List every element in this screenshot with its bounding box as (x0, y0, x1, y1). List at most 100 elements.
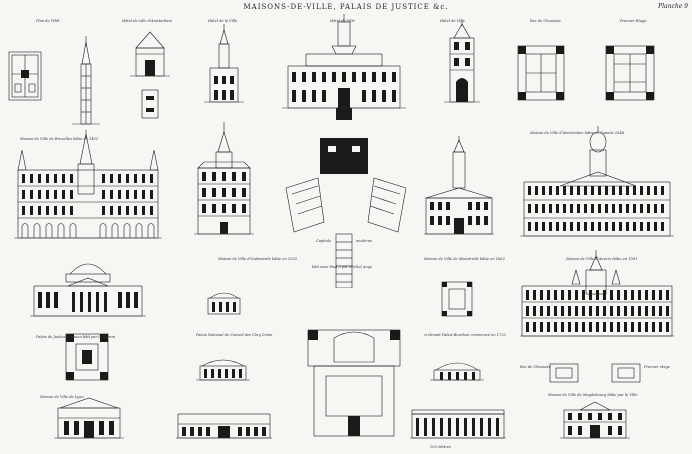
window (549, 204, 552, 213)
window (549, 186, 552, 195)
caption-capitol-b: moderne (356, 239, 373, 243)
window (540, 322, 543, 332)
window (598, 222, 601, 231)
caption-plan-rez: Rez de Chaussée (520, 365, 551, 369)
small-rotunda (204, 288, 244, 316)
scale-label: 100 Mètres (430, 445, 451, 449)
window (631, 290, 634, 300)
window (584, 186, 587, 195)
window (570, 186, 573, 195)
small-plan-pavilion (140, 88, 160, 120)
window (612, 222, 615, 231)
window (617, 290, 620, 300)
steeple-elevation (204, 24, 244, 106)
window (633, 222, 636, 231)
window (654, 204, 657, 213)
window (542, 186, 545, 195)
window (640, 204, 643, 213)
window (554, 290, 557, 300)
pavilion-elevation (130, 30, 170, 80)
window (640, 222, 643, 231)
window (570, 222, 573, 231)
window (542, 204, 545, 213)
caption-capitol-c: bâti sous Paul 3 par Michel Ange (312, 265, 373, 269)
caption-antwerp: Maison de Ville d'Anvers bâtie en 1581 (566, 257, 638, 261)
window (661, 204, 664, 213)
window (645, 322, 648, 332)
window (666, 306, 669, 316)
caption-tower-top: Hôtel de Ville (440, 19, 465, 23)
window (631, 322, 634, 332)
window (612, 186, 615, 195)
window (610, 290, 613, 300)
justice-plan (62, 330, 112, 384)
window (575, 322, 578, 332)
window (547, 322, 550, 332)
window (563, 204, 566, 213)
window (638, 290, 641, 300)
window (528, 204, 531, 213)
window (547, 306, 550, 316)
window (526, 322, 529, 332)
palais-bourbon-facade (410, 408, 506, 442)
window (598, 204, 601, 213)
caption-plan-chemnitz: Rez de Chaussée (530, 19, 561, 23)
window (647, 222, 650, 231)
window (596, 322, 599, 332)
window (596, 306, 599, 316)
floor-plan-top-left (6, 44, 44, 106)
window (652, 306, 655, 316)
window (542, 222, 545, 231)
plan-upper-floor-top (604, 44, 656, 102)
window (563, 186, 566, 195)
window (547, 290, 550, 300)
window (617, 322, 620, 332)
caption-maastricht: Maison de Ville de Maestricht bâtie en 1… (424, 257, 505, 261)
caption-amsterdam: Maison de Ville d'Amsterdam bâtie en l'a… (530, 131, 625, 135)
window (647, 186, 650, 195)
window (554, 322, 557, 332)
window (568, 306, 571, 316)
window (589, 322, 592, 332)
caption-palace-top: Hôtel de la Ville (208, 19, 238, 23)
window (603, 290, 606, 300)
window (526, 290, 529, 300)
window (610, 306, 613, 316)
window (554, 306, 557, 316)
caption-town-hall-1: Hôtel-de-Ville (330, 19, 355, 23)
window (598, 186, 601, 195)
window (582, 306, 585, 316)
palais-bourbon-rotunda (430, 356, 484, 384)
gate-tower-elevation (444, 20, 480, 106)
window (624, 290, 627, 300)
window (577, 204, 580, 213)
plate-title: MAISONS-DE-VILLE, PALAIS DE JUSTICE &c. (243, 3, 449, 11)
window (610, 322, 613, 332)
antwerp-town-hall (520, 250, 674, 340)
caption-palais-national: Palais National de Conseil des Cinq Cent… (196, 333, 273, 337)
window (659, 306, 662, 316)
window (535, 204, 538, 213)
window (556, 204, 559, 213)
window (540, 290, 543, 300)
window (589, 306, 592, 316)
window (535, 222, 538, 231)
window (638, 322, 641, 332)
window (638, 306, 641, 316)
caption-amsterdam-small: Hôtel-de-ville d'Amsterdam (122, 19, 172, 23)
window (591, 222, 594, 231)
window (596, 290, 599, 300)
caption-justice: Palais de Justice à Rouen bâti par le Be… (36, 335, 116, 339)
caption-capitol-a: Capitole (316, 239, 332, 243)
window (535, 186, 538, 195)
plan-ground-floor-top (516, 44, 566, 102)
window (568, 322, 571, 332)
window (666, 290, 669, 300)
window (556, 186, 559, 195)
window (661, 186, 664, 195)
plan-premier-bottom (610, 362, 642, 384)
window (528, 186, 531, 195)
window (624, 322, 627, 332)
maastricht-plan (440, 280, 474, 318)
